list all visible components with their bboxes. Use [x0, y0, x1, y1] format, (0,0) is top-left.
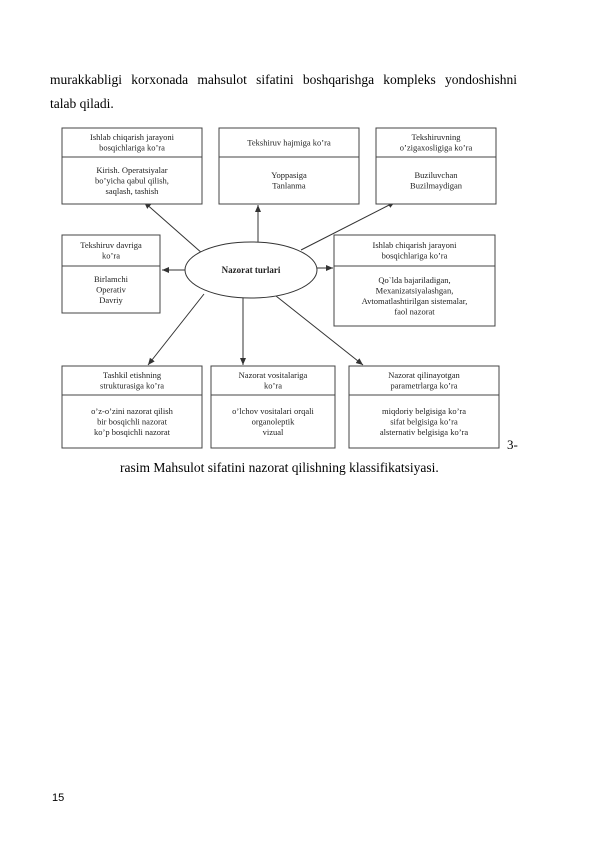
connector-arrow: [143, 201, 204, 255]
box-header-line: Tekshiruv hajmiga ko’ra: [247, 137, 331, 147]
body-line-1: murakkabligi korxonada mahsulot sifatini…: [50, 72, 517, 87]
box-header-line: Ishlab chiqarish jarayoni: [372, 240, 457, 250]
box-header-line: parametrlarga ko’ra: [390, 381, 457, 391]
box-body-line: Birlamchi: [94, 274, 129, 284]
box-header-line: ko’ra: [102, 251, 120, 261]
box-header-line: o’zigaxosligiga ko’ra: [400, 143, 473, 153]
diagram-arrows: [143, 201, 396, 366]
box-body-line: bo’yicha qabul qilish,: [95, 175, 169, 185]
connector-arrow: [300, 201, 396, 251]
box-body-line: Mexanizatsiyalashgan,: [376, 286, 454, 296]
figure-caption: rasim Mahsulot sifatini nazorat qilishni…: [120, 460, 439, 475]
box-body-line: Tanlanma: [272, 181, 306, 191]
figure-number: 3-: [507, 437, 518, 452]
box-header-line: Tekshiruvning: [412, 132, 462, 142]
box-header-line: strukturasiga ko’ra: [100, 381, 164, 391]
connector-arrow: [275, 295, 364, 366]
center-label: Nazorat turlari: [222, 265, 281, 275]
box-header-line: Nazorat qilinayotgan: [388, 370, 460, 380]
box-body-line: ko’p bosqichli nazorat: [94, 427, 171, 437]
box-body-line: bir bosqichli nazorat: [97, 416, 168, 426]
box-body-line: Avtomatlashtirilgan sistemalar,: [362, 296, 468, 306]
box-header-line: Tekshiruv davriga: [80, 240, 142, 250]
box-body-line: o’z-o’zini nazorat qilish: [91, 406, 173, 416]
box-body-line: o’lchov vositalari orqali: [232, 406, 314, 416]
center-node: Nazorat turlari: [184, 241, 318, 299]
box-body-line: faol nazorat: [394, 307, 435, 317]
connector-arrow: [147, 293, 205, 366]
box-body-line: Kirish. Operatsiyalar: [96, 165, 167, 175]
box-mid-left: Tekshiruv davrigako’raBirlamchiOperativD…: [61, 234, 161, 314]
box-header-line: bosqichlariga ko’ra: [382, 251, 448, 261]
box-body-line: alsternativ belgisiga ko’ra: [380, 427, 469, 437]
box-header-line: ko’ra: [264, 381, 282, 391]
box-body-line: Yoppasiga: [271, 170, 307, 180]
box-header-line: Tashkil etishning: [103, 370, 162, 380]
box-body-line: sifat belgisiga ko’ra: [390, 416, 458, 426]
box-body-line: Davriy: [99, 295, 123, 305]
body-paragraph: murakkabligi korxonada mahsulot sifatini…: [50, 68, 517, 116]
box-header-line: Ishlab chiqarish jarayoni: [90, 132, 175, 142]
box-body-line: Operativ: [96, 284, 126, 294]
box-body-line: Buziluvchan: [415, 170, 459, 180]
box-body-line: organoleptik: [252, 416, 296, 426]
box-body-line: miqdoriy belgisiga ko’ra: [382, 406, 466, 416]
box-body-line: Qo`lda bajariladigan,: [378, 275, 450, 285]
box-header-line: Nazorat vositalariga: [239, 370, 308, 380]
box-header-line: bosqichlariga ko’ra: [99, 143, 165, 153]
body-line-2: talab qiladi.: [50, 96, 114, 111]
page-number: 15: [52, 792, 65, 804]
box-body-line: vizual: [263, 427, 284, 437]
box-body-line: saqlash, tashish: [106, 186, 160, 196]
box-body-line: Buzilmaydigan: [410, 181, 463, 191]
